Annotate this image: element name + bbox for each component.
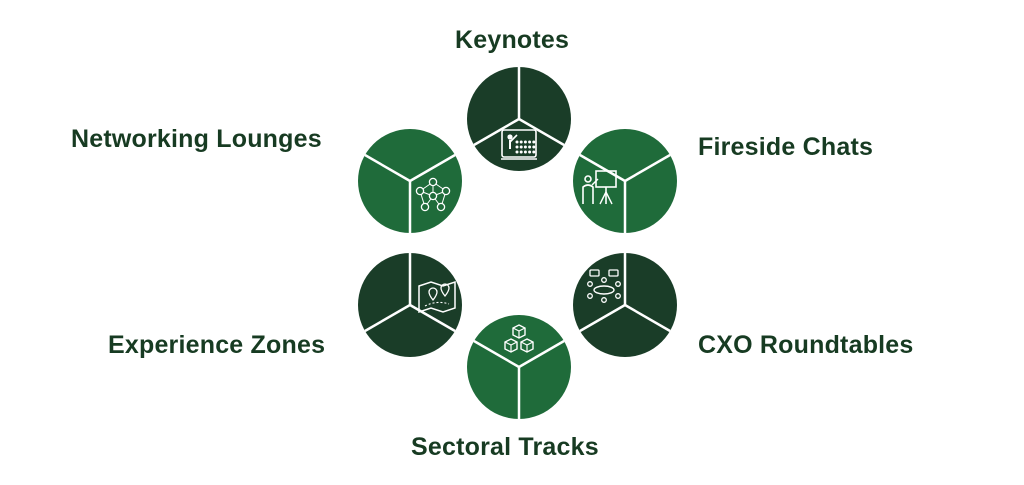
network-people-icon [415,177,451,212]
circle-keynotes [467,67,571,171]
cubes-icon [504,324,534,353]
segment-divider [473,117,520,147]
segment-divider [364,303,411,333]
segment-divider [518,339,565,369]
circle-experience-zones [358,253,462,357]
label-experience-zones: Experience Zones [108,331,326,359]
segment-divider [624,303,671,333]
segment-divider [364,153,411,183]
label-networking-lounges: Networking Lounges [71,125,322,153]
segment-divider [579,303,626,333]
label-keynotes: Keynotes [455,26,570,54]
label-cxo-roundtables: CXO Roundtables [698,331,914,359]
map-pins-icon [418,280,456,314]
circle-sectoral-tracks [467,315,571,419]
segment-divider [579,153,626,183]
label-fireside-chats: Fireside Chats [698,133,874,161]
segment-divider [518,117,565,147]
presentation-board-icon [582,170,617,205]
presenter-audience-icon [501,129,537,160]
segment-divider [409,153,456,183]
segment-divider [409,303,456,333]
segment-divider [473,339,520,369]
label-sectoral-tracks: Sectoral Tracks [411,433,599,461]
circle-cxo-roundtables [573,253,677,357]
circle-fireside-chats [573,129,677,233]
circle-networking-lounges [358,129,462,233]
segment-divider [624,153,671,183]
meeting-table-icon [587,269,621,303]
